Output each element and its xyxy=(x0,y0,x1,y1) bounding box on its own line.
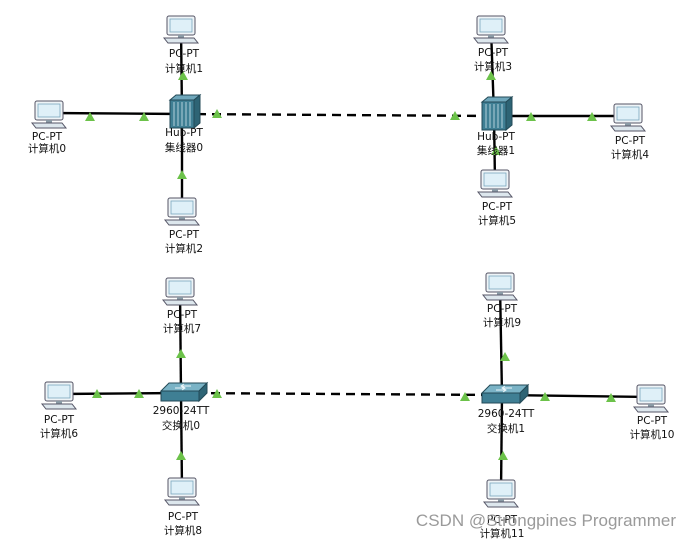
link-up-indicator-2 xyxy=(178,71,188,80)
pc-icon xyxy=(161,277,199,306)
hub-icon xyxy=(480,95,514,132)
link-up-indicator-6 xyxy=(486,71,496,80)
nodes-layer: PC-PT计算机0PC-PT计算机1PC-PT计算机2Hub-PT集线器0Hub… xyxy=(28,15,675,540)
device-model-label: PC-PT xyxy=(32,131,63,143)
link-pc11-sw1 xyxy=(499,394,504,493)
link-pc0-hub0 xyxy=(48,111,183,116)
device-name-label: 计算机1 xyxy=(165,62,203,75)
link-up-indicator-1 xyxy=(139,112,149,121)
link-up-indicator-15 xyxy=(460,392,470,401)
pc-icon xyxy=(609,103,647,132)
link-up-indicator-3 xyxy=(177,170,187,179)
link-up-indicator-5 xyxy=(450,111,460,120)
link-sw0-sw1 xyxy=(180,391,503,397)
hub-icon xyxy=(168,93,202,130)
device-model-label: PC-PT xyxy=(487,303,518,315)
link-up-indicator-7 xyxy=(526,112,536,121)
device-sw1[interactable]: 2960-24TT 交换机1 xyxy=(478,383,535,435)
device-name-label: 计算机7 xyxy=(163,322,201,335)
switch-icon xyxy=(480,383,530,405)
device-pc1[interactable]: PC-PT 计算机1 xyxy=(162,15,203,75)
link-pc8-sw0 xyxy=(179,392,184,491)
device-name-label: 计算机9 xyxy=(483,316,521,329)
device-model-label: 2960-24TT xyxy=(153,405,210,417)
device-model-label: Hub-PT xyxy=(165,127,203,139)
device-model-label: PC-PT xyxy=(637,415,668,427)
device-model-label: PC-PT xyxy=(169,48,200,60)
link-up-indicator-8 xyxy=(587,112,597,121)
device-model-label: PC-PT xyxy=(168,511,199,523)
pc-icon xyxy=(472,15,510,44)
link-up-indicator-4 xyxy=(212,109,222,118)
device-hub0[interactable]: Hub-PT 集线器0 xyxy=(165,93,204,154)
device-model-label: Hub-PT xyxy=(477,131,515,143)
device-model-label: 2960-24TT xyxy=(478,408,535,420)
link-up-indicator-0 xyxy=(85,112,95,121)
device-name-label: 计算机0 xyxy=(28,142,66,155)
link-up-indicator-16 xyxy=(500,352,510,361)
pc-icon xyxy=(163,477,201,506)
pc-icon xyxy=(632,384,670,413)
link-up-indicator-19 xyxy=(498,451,508,460)
pc-icon xyxy=(482,479,520,508)
pc-icon xyxy=(30,100,68,129)
device-name-label: 计算机6 xyxy=(40,427,78,440)
link-up-indicator-10 xyxy=(92,389,102,398)
pc-icon xyxy=(163,197,201,226)
link-status-layer xyxy=(85,71,616,460)
watermark: CSDN @Strongpines Programmer xyxy=(415,511,676,530)
link-up-indicator-14 xyxy=(212,389,222,398)
device-name-label: 计算机2 xyxy=(165,242,203,255)
link-up-indicator-12 xyxy=(176,349,186,358)
link-pc9-sw1 xyxy=(498,284,504,396)
device-model-label: PC-PT xyxy=(44,414,75,426)
device-model-label: PC-PT xyxy=(615,135,646,147)
links-layer xyxy=(48,27,652,493)
device-model-label: PC-PT xyxy=(167,309,198,321)
link-up-indicator-9 xyxy=(491,146,501,155)
device-model-label: PC-PT xyxy=(487,514,518,526)
link-up-indicator-17 xyxy=(540,392,550,401)
device-name-label: 计算机4 xyxy=(611,148,649,161)
device-name-label: 计算机11 xyxy=(480,527,525,540)
pc-icon xyxy=(481,272,519,301)
device-sw0[interactable]: 2960-24TT 交换机0 xyxy=(153,381,210,432)
device-name-label: 集线器0 xyxy=(165,141,203,154)
device-name-label: 计算机5 xyxy=(478,214,516,227)
pc-icon xyxy=(40,381,78,410)
pc-icon xyxy=(162,15,200,44)
device-model-label: PC-PT xyxy=(482,201,513,213)
device-model-label: PC-PT xyxy=(169,229,200,241)
device-name-label: 集线器1 xyxy=(477,144,515,157)
device-name-label: 计算机10 xyxy=(630,428,675,441)
switch-icon xyxy=(159,381,209,403)
device-name-label: 计算机8 xyxy=(164,524,202,537)
link-pc7-sw0 xyxy=(178,289,183,394)
device-name-label: 交换机1 xyxy=(487,422,525,435)
device-name-label: 计算机3 xyxy=(474,60,512,73)
link-up-indicator-13 xyxy=(176,451,186,460)
link-up-indicator-11 xyxy=(134,389,144,398)
device-name-label: 交换机0 xyxy=(162,419,200,432)
pc-icon xyxy=(476,169,514,198)
link-up-indicator-18 xyxy=(606,393,616,402)
link-hub0-hub1 xyxy=(181,112,495,118)
device-model-label: PC-PT xyxy=(478,47,509,59)
